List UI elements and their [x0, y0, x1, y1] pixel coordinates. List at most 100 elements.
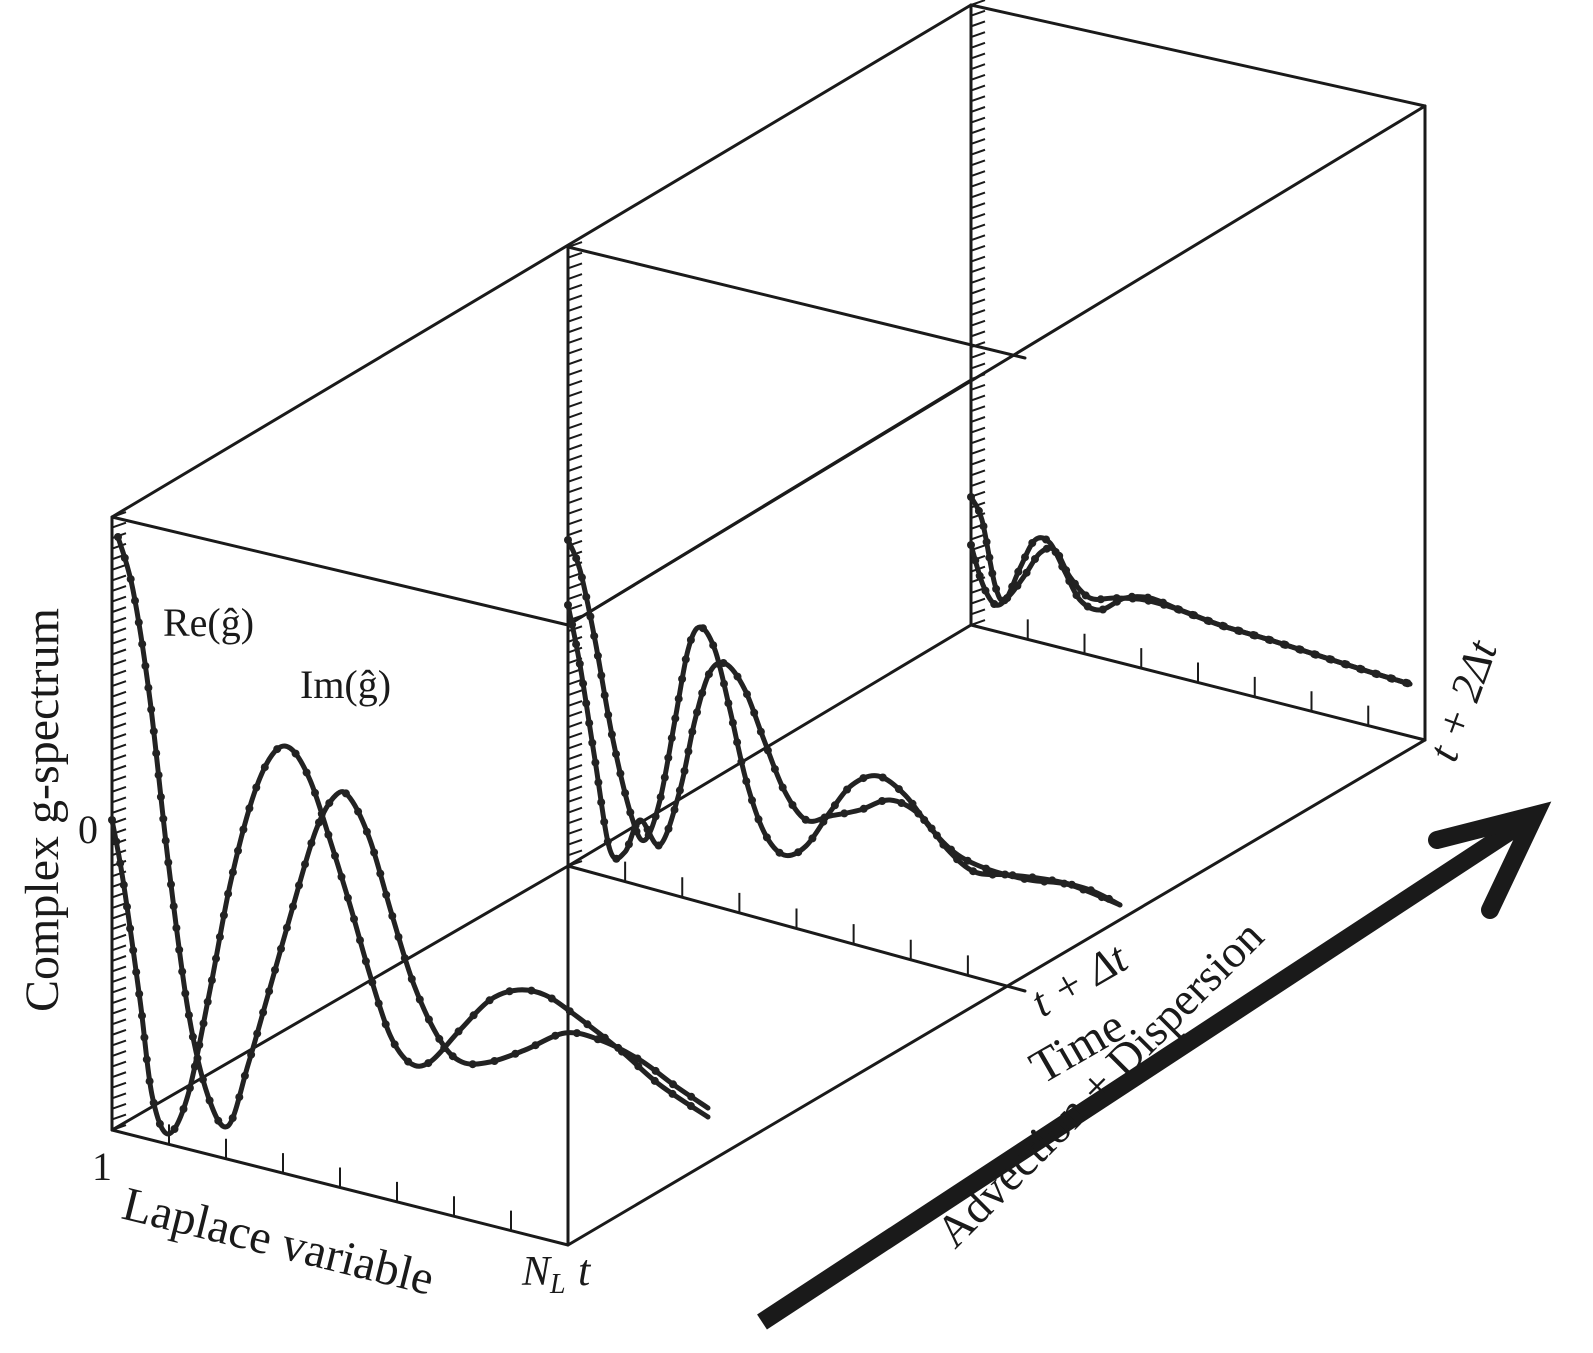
vertical-tick-t2 — [970, 0, 986, 6]
imag-part-curve-t2-marker — [1296, 645, 1305, 654]
vertical-tick-t2 — [970, 426, 986, 434]
real-part-curve-t1-marker — [894, 785, 903, 794]
real-part-curve-t-marker — [400, 954, 409, 963]
imag-part-curve-t-marker — [317, 809, 326, 818]
real-part-curve-t-marker — [424, 1015, 433, 1024]
real-part-curve-t1-marker — [586, 612, 595, 621]
vertical-tick-t2 — [970, 405, 986, 413]
imag-part-curve-t-marker — [252, 783, 261, 792]
imag-part-curve-t-marker — [485, 996, 494, 1005]
real-part-curve-t2-marker — [1072, 591, 1081, 600]
imag-part-curve-t1-marker — [801, 815, 810, 824]
vertical-tick-t — [111, 1060, 127, 1068]
real-part-curve-t-marker — [144, 683, 153, 692]
imag-part-curve-t-marker — [291, 749, 300, 758]
vertical-tick-t2 — [970, 373, 986, 381]
real-part-curve-t-marker — [277, 944, 285, 953]
time-t0-label: t — [578, 1246, 592, 1295]
vertical-tick-t — [111, 1039, 127, 1047]
imag-part-curve-t1-marker — [585, 719, 594, 728]
vertical-tick-t2 — [970, 20, 986, 28]
imag-part-curve-t-marker — [350, 915, 358, 923]
vertical-tick-t — [111, 659, 127, 666]
imag-part-curve-t-marker — [155, 1119, 164, 1128]
vertical-tick-t1 — [567, 422, 583, 430]
vertical-tick-t2 — [970, 138, 986, 145]
real-part-curve-t1-marker — [728, 718, 737, 727]
bottom-left-edge — [110, 864, 570, 1132]
imag-part-curve-t1-marker — [603, 837, 612, 846]
vertical-tick-t1 — [567, 518, 583, 526]
imag-part-curve-t2-marker — [1357, 665, 1366, 674]
imag-part-curve-t-marker — [337, 872, 346, 881]
imag-part-curve-t1-marker — [612, 854, 621, 863]
vertical-tick-t2 — [970, 341, 986, 349]
vertical-tick-t2 — [970, 170, 986, 177]
vertical-tick-t2 — [970, 480, 986, 487]
vertical-tick-t — [111, 711, 127, 719]
imag-part-curve-t1-marker — [1105, 894, 1113, 903]
vertical-tick-t1 — [567, 828, 583, 835]
real-part-curve-t1-marker — [982, 864, 990, 873]
real-part-curve-t-marker — [301, 860, 309, 869]
real-part-curve-t1-marker — [878, 773, 887, 782]
imag-part-curve-t2-marker — [1220, 622, 1229, 631]
vertical-tick-t — [111, 511, 127, 518]
imag-part-curve-t-marker — [245, 804, 254, 813]
vertical-tick-t2 — [970, 266, 986, 274]
vertical-tick-t1 — [567, 454, 583, 462]
real-part-curve-t-marker — [131, 596, 139, 605]
vertical-tick-t1 — [567, 710, 583, 718]
real-part-curve-t-marker — [687, 1092, 696, 1101]
real-part-curve-t-marker — [531, 1041, 540, 1050]
imag-part-curve-t2-marker — [1003, 594, 1012, 602]
imag-part-curve-t1-marker — [756, 727, 765, 736]
vertical-tick-t2 — [970, 245, 986, 252]
x-start-label: 1 — [92, 1144, 112, 1189]
real-part-curve-t1-marker — [699, 624, 707, 633]
imag-part-curve-t-marker — [195, 1041, 204, 1049]
real-part-curve-t2-marker — [974, 506, 983, 515]
spectrum-curves — [108, 493, 1413, 1137]
real-part-curve-t1-marker — [582, 592, 591, 601]
imag-part-curve-t1-marker — [624, 840, 633, 849]
imag-part-curve-t-marker — [123, 902, 131, 911]
imag-part-curve-t-marker — [440, 1044, 449, 1052]
real-part-curve-t1-marker — [678, 675, 687, 683]
imag-part-curve-t1-marker — [914, 809, 923, 818]
real-part-curve-t1-marker — [564, 536, 572, 544]
real-part-curve-t1-marker — [794, 848, 803, 857]
imag-part-curve-t-marker — [324, 830, 333, 839]
vertical-tick-t — [111, 690, 127, 698]
real-part-curve-t-marker — [325, 799, 334, 808]
vertical-tick-t1 — [567, 390, 583, 398]
imag-part-curve-t-marker — [129, 946, 138, 955]
real-part-curve-t1-marker — [590, 632, 599, 641]
vertical-tick-t1 — [567, 475, 583, 483]
imag-part-curve-t1-marker — [1086, 886, 1095, 895]
vertical-tick-t — [111, 722, 127, 730]
imag-part-curve-t1-marker — [719, 659, 728, 667]
real-part-curve-t-marker — [259, 1008, 268, 1017]
real-part-curve-t-marker — [394, 933, 403, 941]
real-part-curve-t-marker — [114, 533, 122, 541]
imag-part-curve-t1-marker — [953, 855, 962, 864]
vertical-tick-t — [111, 733, 127, 740]
real-part-curve-t-marker — [651, 1066, 660, 1075]
vertical-tick-t — [111, 754, 127, 762]
real-part-curve-t-marker — [376, 869, 385, 878]
imag-part-curve-t-marker — [112, 837, 121, 846]
vertical-tick-t — [111, 1050, 127, 1057]
vertical-tick-t1 — [567, 443, 583, 451]
vertical-tick-t1 — [567, 251, 583, 259]
vertical-tick-t — [111, 627, 127, 635]
vertical-tick-t2 — [970, 533, 986, 541]
vertical-tick-t2 — [970, 351, 986, 359]
real-part-curve-t1-marker — [859, 774, 868, 783]
real-part-curve-t1-marker — [681, 655, 690, 664]
imag-part-curve-t-marker — [234, 846, 242, 855]
real-part-curve-t1-marker — [651, 812, 660, 821]
vertical-tick-t — [111, 595, 127, 603]
vertical-tick-t2 — [970, 437, 986, 445]
